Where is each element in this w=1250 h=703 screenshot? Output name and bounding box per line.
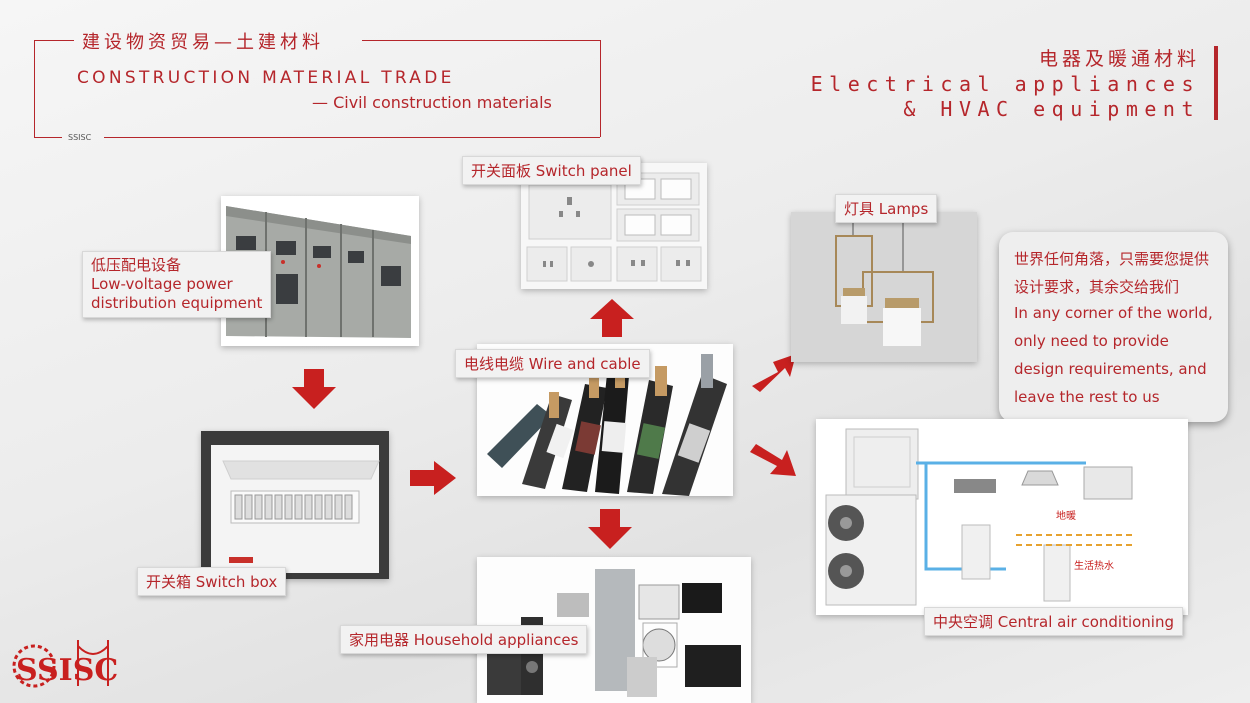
low-voltage-label-en2: distribution equipment xyxy=(91,294,263,312)
brand-small: SSISC xyxy=(68,133,92,142)
up-arrow-icon xyxy=(590,299,634,337)
section-accent-bar xyxy=(1214,46,1218,120)
up-right-arrow-icon xyxy=(752,354,796,392)
low-voltage-cabinet-image xyxy=(221,196,419,346)
central-ac-image: 地暖 生活热水 xyxy=(816,419,1188,615)
header-frame-line xyxy=(34,137,62,138)
section-title-en-line2: & HVAC equipment xyxy=(903,97,1200,121)
note-line: leave the rest to us xyxy=(1014,388,1160,406)
wire-cable-image xyxy=(477,344,733,496)
wire-cable-label: 电线电缆 Wire and cable xyxy=(455,349,650,378)
note-line: design requirements, and xyxy=(1014,360,1207,378)
section-title-en-line1: Electrical appliances xyxy=(810,72,1200,96)
low-voltage-label: 低压配电设备 Low-voltage power distribution eq… xyxy=(82,251,272,318)
page-title-cn: 建设物资贸易—土建材料 xyxy=(82,32,324,53)
lamps-label: 灯具 Lamps xyxy=(835,194,938,223)
service-note: 世界任何角落，只需要您提供 设计要求，其余交给我们 In any corner … xyxy=(999,232,1228,422)
note-line: 设计要求，其余交给我们 xyxy=(1014,278,1180,296)
header-frame-line xyxy=(34,40,74,41)
lamps-image xyxy=(791,212,977,362)
header-frame-line xyxy=(600,40,601,137)
down-arrow-icon xyxy=(292,369,336,409)
down-right-arrow-icon xyxy=(750,444,796,476)
floor-heating-text: 地暖 xyxy=(1056,509,1076,522)
down-arrow-icon xyxy=(588,509,632,549)
household-label: 家用电器 Household appliances xyxy=(340,625,588,654)
note-line: In any corner of the world, xyxy=(1014,304,1213,322)
switch-box-label: 开关箱 Switch box xyxy=(137,567,287,596)
header-frame-line xyxy=(34,40,35,137)
header-frame-line xyxy=(362,40,600,41)
logo-text: SSISC xyxy=(16,653,118,688)
low-voltage-label-en1: Low-voltage power xyxy=(91,275,233,293)
right-arrow-icon xyxy=(410,461,456,495)
page-title-en: CONSTRUCTION MATERIAL TRADE xyxy=(77,68,455,88)
ssisc-logo: SSISC xyxy=(8,636,138,694)
header-frame-line xyxy=(104,137,600,138)
hot-water-text: 生活热水 xyxy=(1074,559,1114,572)
central-ac-label: 中央空调 Central air conditioning xyxy=(924,607,1183,636)
note-line: 世界任何角落，只需要您提供 xyxy=(1014,250,1210,268)
note-line: only need to provide xyxy=(1014,332,1169,350)
page-subtitle: — Civil construction materials xyxy=(312,93,552,112)
low-voltage-label-cn: 低压配电设备 xyxy=(91,256,182,274)
section-title-cn: 电器及暖通材料 xyxy=(1038,48,1200,70)
switch-box-image xyxy=(201,431,389,579)
switch-panel-label: 开关面板 Switch panel xyxy=(462,156,641,185)
